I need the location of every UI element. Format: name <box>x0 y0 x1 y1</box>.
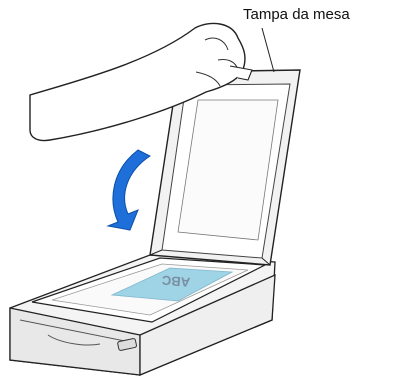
document-text: ABC <box>161 273 191 290</box>
callout-line <box>262 28 274 72</box>
curved-down-arrow-icon <box>108 150 150 230</box>
lid-callout-label: Tampa da mesa <box>243 6 350 23</box>
